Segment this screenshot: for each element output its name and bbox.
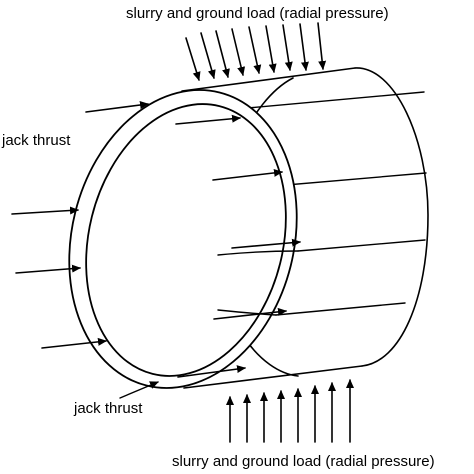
jack-thrust-upper-label: jack thrust	[1, 132, 71, 149]
top-pressure-arrows	[185, 22, 327, 81]
top-load-label: slurry and ground load (radial pressure)	[126, 5, 389, 22]
top-arrow-5	[248, 26, 262, 74]
jack-thrust-lower-leader	[119, 381, 159, 399]
thrust-arrow-inner-4	[213, 307, 287, 320]
cylinder-bottom-edge	[183, 365, 363, 389]
top-arrow-3	[215, 30, 230, 78]
jack-thrust-arrows-outer	[11, 101, 149, 349]
thrust-arrow-inner-3	[231, 238, 301, 249]
thrust-arrow-inner-1	[175, 114, 241, 125]
cylinder-back-rim	[354, 67, 429, 367]
thrust-arrow-inner-5	[177, 365, 246, 378]
segment-line-7	[275, 302, 406, 316]
thrust-arrow-outer-1	[85, 101, 149, 113]
bottom-pressure-arrows	[226, 379, 354, 443]
front-ring	[68, 89, 298, 389]
thrust-arrow-outer-2	[11, 206, 79, 215]
front-ring-inner	[85, 103, 287, 377]
jack-thrust-arrows-inner	[175, 114, 301, 378]
top-arrow-4	[231, 28, 246, 76]
bottom-load-label: slurry and ground load (radial pressure)	[172, 453, 435, 470]
cylinder-top-edge	[181, 67, 356, 92]
segment-line-5	[297, 239, 426, 252]
thrust-arrow-outer-3	[15, 264, 81, 274]
top-arrow-7	[282, 24, 293, 71]
top-arrow-6	[265, 25, 277, 73]
jack-thrust-lower-label: jack thrust	[73, 400, 143, 417]
thrust-arrow-inner-2	[212, 168, 283, 181]
top-arrow-1	[185, 37, 201, 81]
thrust-arrow-outer-4	[41, 337, 107, 349]
interior-lines	[217, 250, 299, 316]
top-arrow-9	[317, 22, 327, 70]
top-arrow-8	[299, 23, 309, 71]
top-arrow-2	[200, 32, 216, 79]
